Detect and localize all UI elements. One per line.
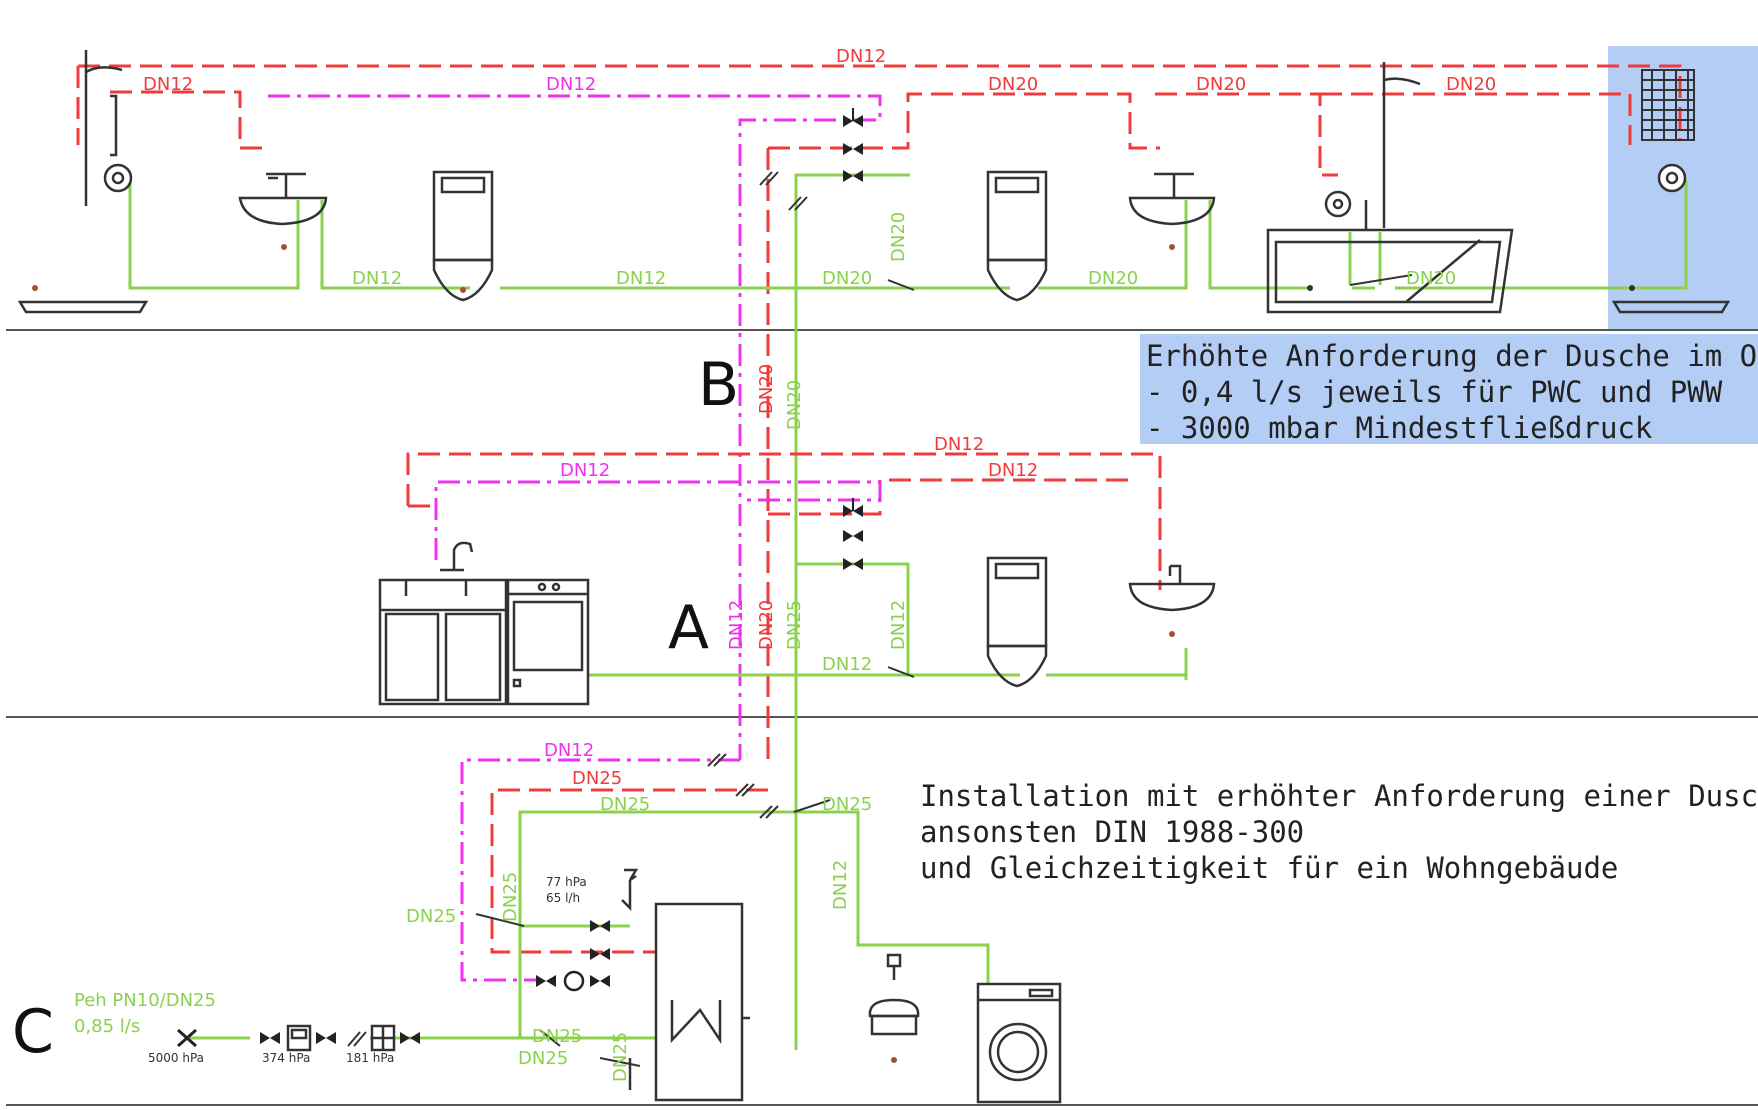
label-og-pwc-4: DN20	[822, 268, 872, 289]
kg-pwh-line	[490, 788, 768, 954]
kitchen-sink-icon	[378, 541, 508, 706]
water-meter-icon	[286, 1024, 312, 1052]
label-og-pwh-r2: DN20	[1446, 74, 1496, 95]
label-kg-pressure-1: 77 hPa	[546, 875, 587, 889]
bathtub-icon	[1266, 62, 1514, 314]
label-riser-pwc: DN20	[784, 380, 805, 430]
section-b: B	[698, 350, 739, 420]
break-marks	[347, 171, 1413, 1067]
sink-icon-kg	[868, 953, 920, 1063]
label-eg-pwc: DN12	[822, 654, 872, 675]
note-shower-background	[1140, 334, 1758, 444]
note-install-line3: und Gleichzeitigkeit für ein Wohngebäude	[920, 851, 1618, 885]
pump-icon	[563, 970, 585, 992]
kg-circ-line	[460, 758, 740, 982]
wc-icon-2	[986, 170, 1048, 302]
og-pwh-riser	[766, 146, 790, 760]
og-pwh-main	[78, 64, 1682, 140]
label-og-pwc-3: DN12	[616, 268, 666, 289]
label-eg-riser-pwc: DN25	[784, 600, 805, 650]
label-og-pwc-6: DN20	[1406, 268, 1456, 289]
label-eg-pwh-main: DN12	[934, 434, 984, 455]
note-shower-line3: - 3000 mbar Mindestfließdruck	[1146, 411, 1653, 445]
label-kg-heater-vert: DN25	[610, 1032, 631, 1082]
shower-highlight	[1608, 46, 1758, 330]
label-kg-heater-in-vert: DN25	[500, 872, 521, 922]
towel-radiator-icon	[1611, 69, 1731, 314]
label-og-pwh-r1: DN20	[1196, 74, 1246, 95]
dishwasher-icon	[506, 578, 590, 706]
wc-icon-3	[986, 556, 1048, 688]
water-heater-icon	[621, 868, 750, 1102]
label-eg-branch: DN12	[888, 600, 909, 650]
og-pwc-tub	[1348, 232, 1382, 285]
label-kg-heater-in-left: DN25	[406, 906, 456, 927]
label-kg-circ: DN12	[544, 740, 594, 761]
label-conn-flow: 0,85 l/s	[74, 1016, 140, 1037]
label-og-riser: DN20	[888, 212, 909, 262]
label-kg-main-2: DN25	[518, 1048, 568, 1069]
note-shower-line1: Erhöhte Anforderung der Dusche im OG	[1146, 339, 1758, 373]
label-eg-pwh-right: DN12	[988, 460, 1038, 481]
label-og-pwc-5: DN20	[1088, 268, 1138, 289]
label-og-pwh-main: DN12	[836, 46, 886, 67]
eg-circ-line	[434, 480, 882, 560]
label-p-filter: 181 hPa	[346, 1051, 394, 1065]
label-kg-wm-drop: DN12	[830, 860, 851, 910]
label-eg-riser-circ: DN12	[726, 600, 747, 650]
section-a: A	[668, 593, 709, 663]
note-install-line1: Installation mit erhöhter Anforderung ei…	[920, 779, 1758, 813]
washbasin-icon-2	[1128, 172, 1216, 250]
label-eg-riser-pwh: DN20	[756, 600, 777, 650]
shower-icon	[17, 50, 149, 314]
filter-icon	[370, 1024, 396, 1052]
label-p-supply: 5000 hPa	[148, 1051, 204, 1065]
label-kg-main-1: DN25	[532, 1026, 582, 1047]
label-kg-pwh: DN25	[572, 768, 622, 789]
og-pwc-line	[128, 173, 1688, 1050]
label-p-meter: 374 hPa	[262, 1051, 310, 1065]
label-riser-pwh: DN20	[756, 364, 777, 414]
note-install-line2: ansonsten DIN 1988-300	[920, 815, 1304, 849]
label-kg-pwc-right: DN25	[822, 794, 872, 815]
og-pwh-lower	[768, 92, 1632, 177]
label-og-pwc-1: DN12	[143, 74, 193, 95]
label-og-circ: DN12	[546, 74, 596, 95]
kg-pwc-line	[190, 810, 990, 1058]
washbasin-icon	[238, 172, 328, 250]
label-kg-flow-1: 65 l/h	[546, 891, 580, 905]
label-kg-pwc: DN25	[600, 794, 650, 815]
supply-valve-icon	[177, 1028, 197, 1048]
washbasin-icon-3	[1128, 564, 1216, 637]
section-c: C	[12, 997, 54, 1067]
label-og-pwh-mid: DN20	[988, 74, 1038, 95]
label-eg-circ: DN12	[560, 460, 610, 481]
wc-icon	[432, 170, 494, 302]
washing-machine-icon	[976, 982, 1062, 1104]
og-pwh-left	[76, 66, 268, 150]
label-conn-main: Peh PN10/DN25	[74, 990, 216, 1011]
valve-icon	[260, 115, 863, 1044]
og-circ-line	[268, 94, 882, 760]
label-og-pwc-2: DN12	[352, 268, 402, 289]
note-shower-line2: - 0,4 l/s jeweils für PWC und PWW	[1146, 375, 1723, 409]
